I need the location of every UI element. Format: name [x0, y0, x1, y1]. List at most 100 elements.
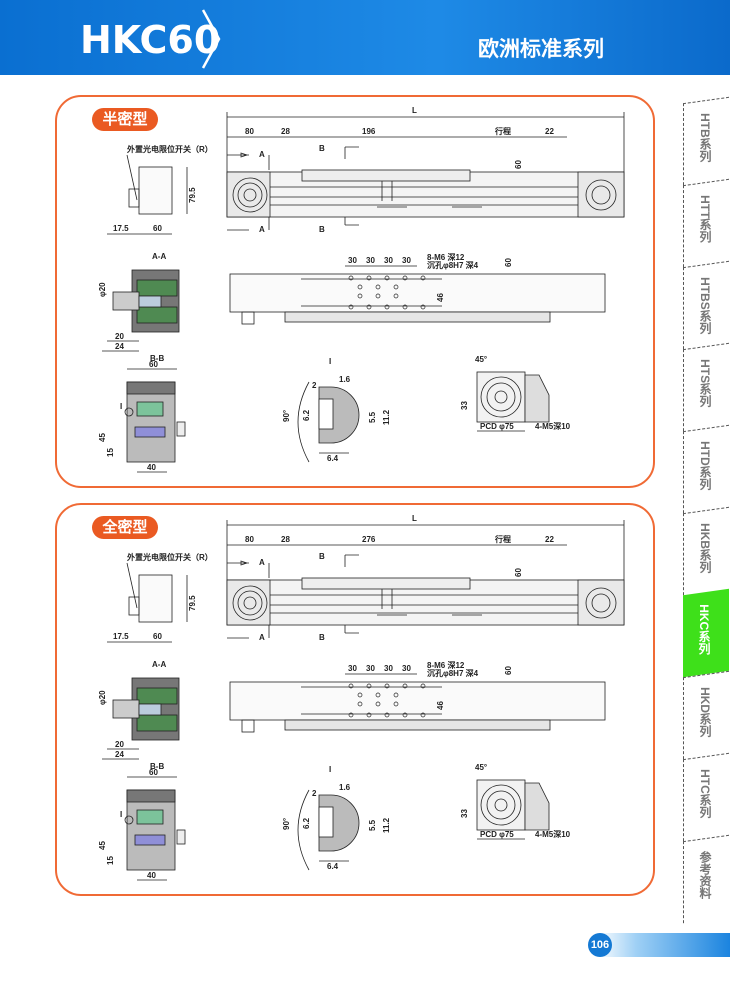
dimension-label: 33 — [460, 401, 469, 410]
drawing-line — [348, 304, 354, 310]
dimension-label: 20 — [115, 740, 124, 749]
dimension-label: 1.6 — [339, 375, 351, 384]
dimension-label: 90° — [282, 410, 291, 422]
dimension-label: 行程 — [494, 534, 511, 544]
dimension-label: 60 — [153, 224, 162, 233]
drawing-line — [494, 798, 508, 812]
drawing-line — [348, 712, 354, 718]
technical-drawing: L 80 28 196 行程 22 A B A B 60 外置光电限位开关（R）… — [98, 106, 625, 473]
dimension-label: PCD φ75 — [480, 830, 514, 839]
drawing-line — [402, 712, 408, 718]
drawing-line — [476, 371, 526, 423]
dimension-label: 79.5 — [188, 595, 197, 611]
dimension-label: 外置光电限位开关（R） — [127, 552, 213, 562]
drawing-line — [128, 188, 140, 208]
drawing-line — [136, 401, 164, 417]
drawing-line — [297, 789, 310, 871]
drawing-line — [243, 188, 257, 202]
drawing-line — [585, 587, 617, 619]
dimension-label: 1.6 — [339, 783, 351, 792]
dimension-label: 28 — [281, 535, 290, 544]
series-tab[interactable]: HTD系列 — [683, 424, 729, 514]
series-tab[interactable]: HKC系列 — [683, 588, 729, 678]
drawing-line — [138, 703, 162, 716]
series-tab[interactable]: HTBS系列 — [683, 260, 729, 350]
dimension-label: B — [319, 144, 325, 153]
series-tab-label: 参考资料 — [698, 851, 712, 900]
drawing-line — [243, 596, 257, 610]
dimension-label: B — [319, 552, 325, 561]
dimension-label: I — [329, 357, 331, 366]
series-tab[interactable]: HKD系列 — [683, 670, 729, 760]
dimension-label: I — [120, 810, 122, 819]
drawing-line — [384, 683, 390, 689]
dimension-label: 22 — [545, 535, 554, 544]
drawing-line — [126, 381, 176, 395]
dimension-label: 17.5 — [113, 632, 129, 641]
series-tab[interactable]: HTC系列 — [683, 752, 729, 842]
dimension-label: 22 — [545, 127, 554, 136]
series-tab[interactable]: HTB系列 — [683, 96, 729, 186]
drawing-line — [241, 311, 255, 325]
series-tab[interactable]: 参考资料 — [683, 834, 729, 924]
drawing-line — [384, 275, 390, 281]
drawing-line — [486, 790, 516, 820]
series-tab[interactable]: HTT系列 — [683, 178, 729, 268]
drawing-line — [476, 779, 526, 831]
drawing-line — [136, 809, 164, 825]
drawing-line — [348, 275, 354, 281]
drawing-line — [375, 701, 381, 707]
drawing-line — [591, 185, 611, 205]
dimension-label: 11.2 — [382, 409, 391, 425]
series-title: 欧洲标准系列 — [478, 38, 604, 61]
drawing-line — [420, 275, 426, 281]
drawing-line — [318, 806, 334, 838]
dimension-label: 20 — [115, 332, 124, 341]
page-footer-bar — [596, 933, 730, 957]
drawing-line — [366, 683, 372, 689]
dimension-label: 60 — [504, 258, 513, 267]
drawing-line — [348, 275, 426, 310]
drawing-line — [237, 590, 263, 616]
dimension-label: 60 — [153, 632, 162, 641]
series-tab-label: HTB系列 — [698, 113, 712, 162]
dimension-label: 5.5 — [368, 411, 377, 423]
dimension-label: 40 — [147, 463, 156, 472]
drawing-line — [384, 304, 390, 310]
series-tab[interactable]: HKB系列 — [683, 506, 729, 596]
drawing-line — [585, 179, 617, 211]
dimension-label: 沉孔φ8H7 深4 — [427, 668, 479, 678]
series-tab-label: HTC系列 — [698, 769, 712, 818]
drawing-line — [301, 577, 471, 590]
drawing-line — [126, 154, 138, 201]
drawing-line — [241, 719, 255, 733]
dimension-label: 6.2 — [302, 409, 311, 421]
dimension-label: 5.5 — [368, 819, 377, 831]
drawing-line — [393, 284, 399, 290]
dimension-label: 24 — [115, 342, 124, 351]
drawing-line — [366, 304, 372, 310]
drawing-line — [128, 596, 140, 616]
series-tab-label: HTS系列 — [698, 359, 712, 408]
drawing-line — [366, 712, 372, 718]
drawing-line — [348, 683, 426, 718]
dimension-label: 30 — [384, 664, 393, 673]
dimension-label: 8-M6 深12 — [427, 252, 465, 262]
drawing-line — [136, 306, 178, 324]
dimension-label: B — [319, 225, 325, 234]
dimension-label: B-B — [150, 354, 164, 363]
page-number: 106 — [588, 933, 612, 957]
drawing-line — [126, 381, 176, 463]
drawing-line — [138, 574, 173, 623]
drawing-line — [402, 683, 408, 689]
drawing-line — [134, 426, 166, 438]
dimension-label: 17.5 — [113, 224, 129, 233]
dimension-label: 60 — [514, 160, 523, 169]
series-tab-label: HTD系列 — [698, 441, 712, 490]
series-tab[interactable]: HTS系列 — [683, 342, 729, 432]
semi-sealed-panel: 半密型 L 80 28 196 行程 22 A B A B 60 外置光电限位开… — [55, 95, 655, 488]
drawing-line — [176, 829, 186, 845]
drawing-line — [402, 304, 408, 310]
drawing-line — [237, 182, 263, 208]
drawing-line — [284, 719, 551, 731]
